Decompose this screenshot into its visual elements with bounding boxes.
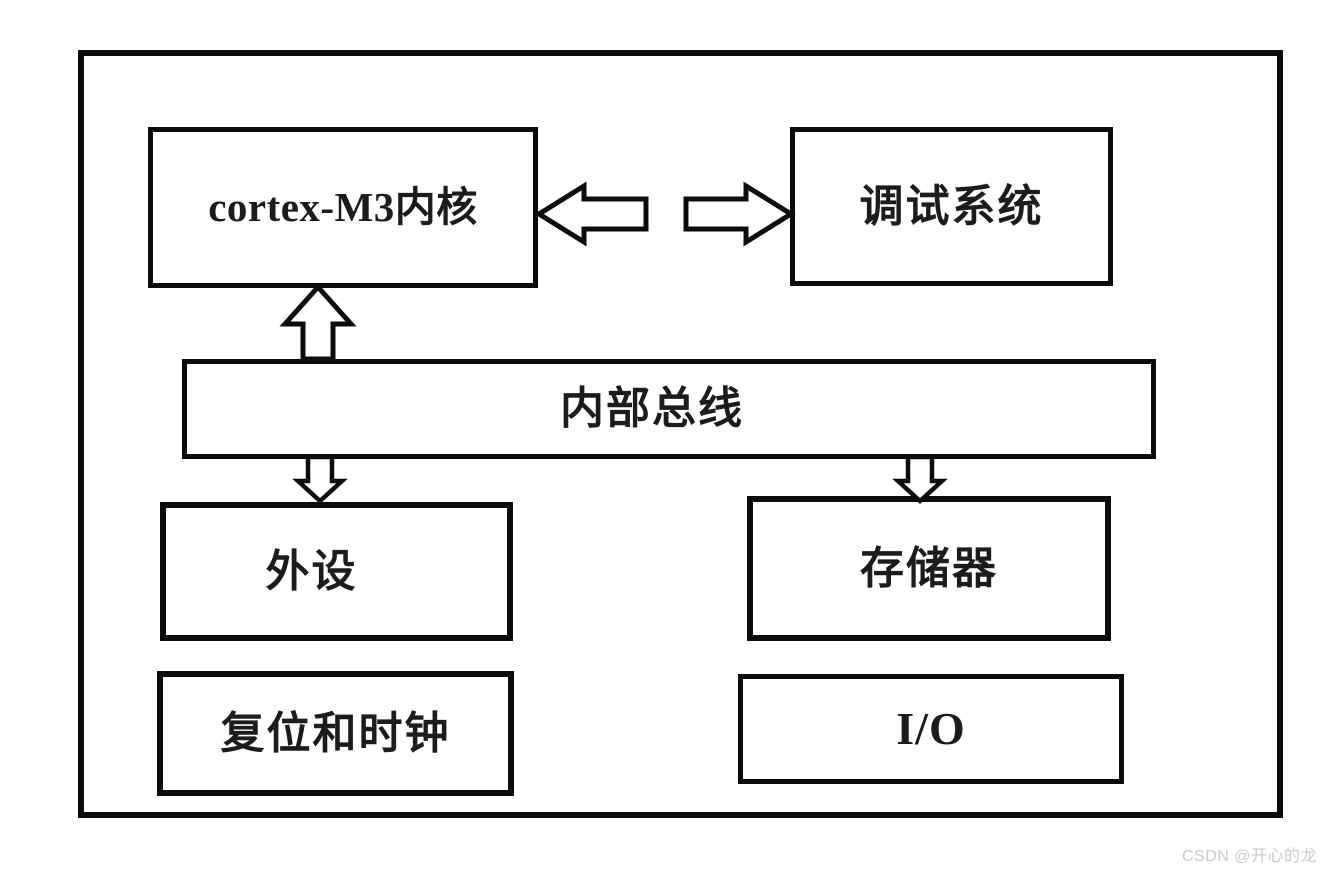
node-peripherals: 外设 (160, 502, 513, 641)
node-io: I/O (738, 674, 1124, 784)
node-internal-bus: 内部总线 (182, 359, 1156, 459)
cortex-m3-core-label: cortex-M3内核 (208, 184, 478, 230)
outer-frame (78, 50, 1283, 818)
node-reset-and-clock: 复位和时钟 (157, 671, 514, 796)
io-label: I/O (896, 703, 966, 754)
node-cortex-m3-core: cortex-M3内核 (148, 127, 538, 288)
block-arrow-down-peripherals-icon (292, 454, 348, 505)
block-arrow-right-icon (683, 181, 796, 247)
block-arrow-down-memory-icon (892, 454, 948, 505)
peripherals-label: 外设 (265, 546, 358, 596)
reset-and-clock-label: 复位和时钟 (220, 708, 451, 758)
block-arrow-left-icon (534, 181, 649, 247)
node-memory: 存储器 (747, 496, 1111, 641)
block-arrow-up-icon (279, 283, 357, 362)
csdn-watermark: CSDN @开心的龙 (1181, 848, 1317, 865)
internal-bus-label: 内部总线 (560, 384, 744, 433)
debug-system-label: 调试系统 (859, 181, 1044, 231)
node-debug-system: 调试系统 (790, 127, 1113, 286)
memory-label: 存储器 (860, 543, 998, 593)
